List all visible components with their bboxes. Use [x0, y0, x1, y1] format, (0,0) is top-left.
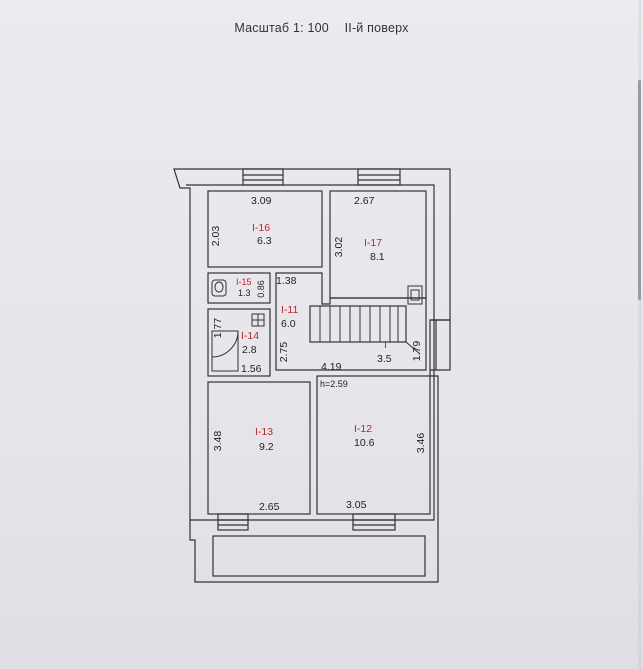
ceiling-height: h=2.59 [320, 379, 348, 389]
id-i: I [384, 339, 387, 351]
dim-i15-height: 0.86 [256, 280, 266, 298]
window-bottom-left [217, 513, 249, 531]
area-i14: 2.8 [242, 344, 257, 356]
area-i: 3.5 [377, 353, 392, 365]
dim-i16-height: 2.03 [210, 226, 222, 247]
id-i14: I-14 [241, 330, 259, 342]
dim-i13-width: 2.65 [259, 501, 280, 513]
page-edge-shadow [637, 0, 641, 669]
area-i15: 1.3 [238, 288, 251, 298]
dim-i17-height: 3.02 [333, 237, 345, 258]
id-i11: I-11 [281, 304, 298, 316]
side-porch [430, 319, 451, 371]
window-top-right [357, 168, 401, 186]
dim-i14-width: 1.56 [241, 363, 262, 375]
area-i16: 6.3 [257, 235, 272, 247]
room-i14 [207, 308, 271, 377]
area-i13: 9.2 [259, 441, 274, 453]
floor-label: II-й поверх [344, 21, 409, 35]
dim-i14-height: 1.77 [212, 318, 224, 339]
area-i11: 6.0 [281, 318, 296, 330]
toilet-icon [211, 279, 227, 297]
stove-icon [407, 285, 423, 305]
room-i16 [207, 190, 323, 268]
id-i17: I-17 [364, 237, 382, 249]
id-i15: I-15 [236, 277, 252, 287]
dim-i12-width: 3.05 [346, 499, 367, 511]
dim-i13-height: 3.48 [212, 431, 224, 452]
stairs [309, 305, 407, 343]
window-top-left [242, 168, 284, 186]
area-i12: 10.6 [354, 437, 375, 449]
dim-i17-width: 2.67 [354, 195, 375, 207]
room-i11 [275, 272, 427, 371]
dim-i11-height: 2.75 [278, 342, 290, 363]
shower-icon [211, 330, 239, 372]
stair-treads [319, 306, 421, 355]
room-i15 [207, 272, 271, 304]
dim-i12-height: 3.46 [415, 433, 427, 454]
scrollbar[interactable] [638, 80, 641, 300]
id-i16: I-16 [252, 222, 270, 234]
plan-title: Масштаб 1: 100 II-й поверх [0, 21, 643, 35]
dim-i16-width: 3.09 [251, 195, 272, 207]
room-i13 [207, 381, 311, 515]
id-i13: I-13 [255, 426, 273, 438]
area-i17: 8.1 [370, 251, 385, 263]
scale-label: Масштаб 1: 100 [234, 21, 329, 35]
id-i12: I-12 [354, 423, 372, 435]
window-bottom-right [352, 513, 396, 531]
lower-annex [212, 535, 426, 577]
dim-i-width: 4.19 [321, 361, 342, 373]
dim-i-height: 1.79 [411, 341, 423, 362]
dim-i15-width: 1.38 [276, 275, 297, 287]
inner-wall [186, 184, 435, 521]
